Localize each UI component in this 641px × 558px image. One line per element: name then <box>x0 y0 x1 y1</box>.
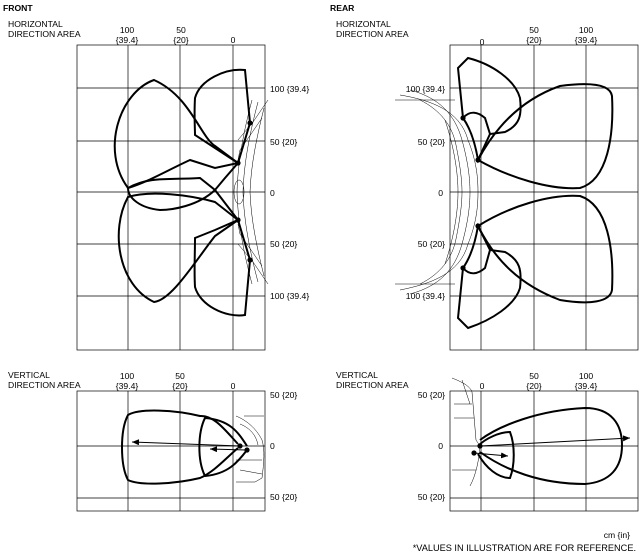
front-horizontal-label-1: HORIZONTAL <box>8 19 63 29</box>
front-vertical-sensor-points <box>237 443 250 453</box>
rear-h-top-tick-100-in: {39.4} <box>574 35 598 45</box>
rear-v-top-tick-0: 0 <box>479 381 485 391</box>
front-h-side-tick-50-top: 50 {20} <box>270 137 298 147</box>
front-v-side-tick-50-top: 50 {20} <box>270 390 298 400</box>
front-h-top-tick-0: 0 <box>230 35 236 45</box>
rear-bumper-outline <box>395 89 479 295</box>
front-v-top-tick-50-in: {20} <box>172 381 188 391</box>
front-horizontal-grid <box>76 44 266 351</box>
front-title: FRONT <box>3 3 33 13</box>
front-vertical-grid <box>76 390 266 512</box>
front-bumper-outline <box>233 99 269 285</box>
rear-h-top-tick-0: 0 <box>479 37 485 47</box>
front-vertical-vehicle-outline <box>235 415 265 483</box>
front-v-top-tick-100: 100 <box>119 371 135 381</box>
rear-v-top-tick-50-in: {20} <box>526 381 542 391</box>
rear-v-top-tick-100: 100 <box>578 371 594 381</box>
front-h-top-tick-100: 100 <box>119 25 135 35</box>
front-h-side-tick-50-bottom: 50 {20} <box>270 239 298 249</box>
rear-h-side-tick-0: 0 <box>438 188 443 198</box>
rear-horizontal-label-2: DIRECTION AREA <box>336 29 409 39</box>
front-v-side-tick-50-bottom: 50 {20} <box>270 492 298 502</box>
rear-v-top-tick-100-in: {39.4} <box>574 381 598 391</box>
rear-v-side-tick-0: 0 <box>438 441 443 451</box>
front-vertical-label-1: VERTICAL <box>8 370 50 380</box>
rear-vertical-sensor-points <box>471 443 483 456</box>
front-v-side-tick-0: 0 <box>270 441 275 451</box>
rear-sensor-points <box>460 115 481 271</box>
rear-vertical-grid <box>449 390 639 512</box>
front-v-top-tick-0: 0 <box>230 381 236 391</box>
reference-note: *VALUES IN ILLUSTRATION ARE FOR REFERENC… <box>412 543 636 553</box>
rear-horizontal-label-1: HORIZONTAL <box>336 19 391 29</box>
front-vertical-rays <box>131 439 247 453</box>
rear-h-top-tick-100: 100 <box>578 25 594 35</box>
rear-h-side-tick-50-bottom: 50 {20} <box>417 239 445 249</box>
front-h-top-tick-50: 50 <box>176 25 186 35</box>
rear-vertical-label-1: VERTICAL <box>336 370 378 380</box>
front-h-top-tick-100-in: {39.4} <box>115 35 139 45</box>
front-vertical-areas <box>121 409 248 485</box>
rear-vertical-areas <box>477 406 624 486</box>
rear-h-side-tick-50-top: 50 {20} <box>417 137 445 147</box>
rear-vertical-vehicle-outline <box>451 377 481 487</box>
rear-detection-areas <box>456 56 614 330</box>
rear-h-top-tick-50-in: {20} <box>526 35 542 45</box>
front-vertical-label-2: DIRECTION AREA <box>8 380 81 390</box>
rear-v-top-tick-50: 50 <box>529 371 539 381</box>
rear-vertical-label-2: DIRECTION AREA <box>336 380 409 390</box>
rear-h-side-tick-100-bottom: 100 {39.4} <box>405 291 445 301</box>
front-horizontal-label-2: DIRECTION AREA <box>8 29 81 39</box>
rear-h-top-tick-50: 50 <box>529 25 539 35</box>
front-h-side-tick-100-bottom: 100 {39.4} <box>270 291 310 301</box>
rear-v-side-tick-50-bottom: 50 {20} <box>417 492 445 502</box>
front-sensor-points <box>235 120 253 263</box>
front-detection-areas <box>113 68 251 317</box>
rear-title: REAR <box>330 3 355 13</box>
front-v-top-tick-100-in: {39.4} <box>115 381 139 391</box>
unit-label: cm {in} <box>603 530 630 540</box>
front-h-side-tick-100-top: 100 {39.4} <box>270 84 310 94</box>
front-h-top-tick-50-in: {20} <box>173 35 189 45</box>
rear-horizontal-grid <box>449 44 639 351</box>
front-h-side-tick-0: 0 <box>270 188 275 198</box>
rear-vertical-rays <box>473 435 631 459</box>
front-v-top-tick-50: 50 <box>175 371 185 381</box>
rear-h-side-tick-100-top: 100 {39.4} <box>405 84 445 94</box>
rear-v-side-tick-50-top: 50 {20} <box>417 390 445 400</box>
